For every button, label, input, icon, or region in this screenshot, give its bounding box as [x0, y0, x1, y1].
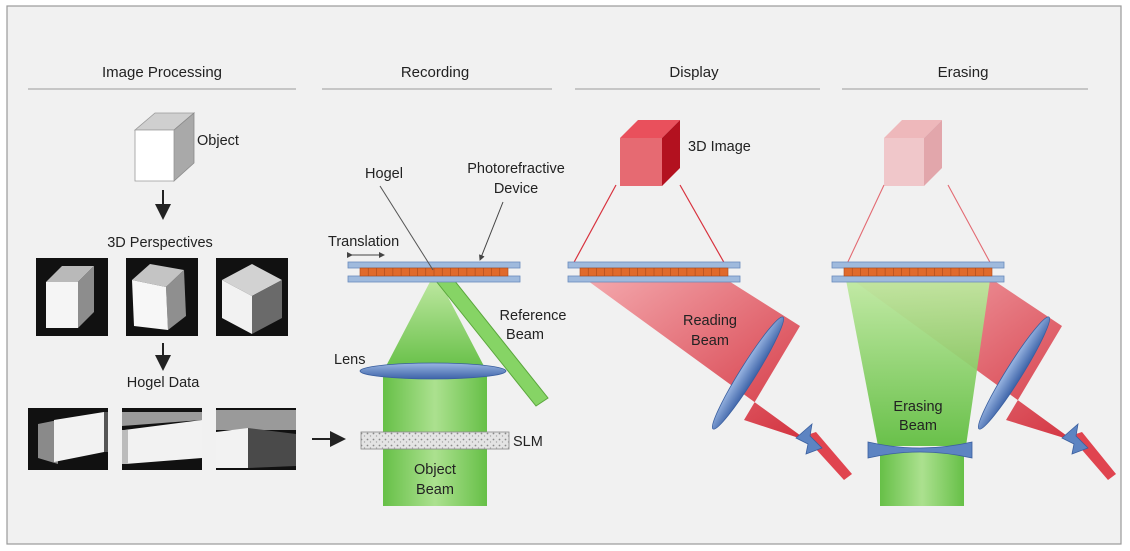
reference-beam-line2: Beam: [506, 327, 544, 343]
reconstruction-ray: [845, 184, 885, 267]
perspective-thumbnail: [36, 258, 108, 336]
erasing-small-lens: [1061, 422, 1089, 455]
photorefractive-device: [831, 261, 1005, 283]
erasing-beam: [846, 280, 990, 446]
object-beam-cone: [384, 276, 486, 370]
section-title-recording: Recording: [401, 64, 469, 81]
object-cube: [133, 112, 196, 182]
hogel-data-thumbnail: [28, 408, 108, 470]
reading-beam: [584, 278, 808, 441]
display-lens: [711, 316, 785, 430]
reconstruction-ray: [679, 184, 727, 267]
erasing-beam-line1: Erasing: [893, 399, 942, 415]
slm-panel: [360, 431, 510, 450]
erasing-section: Erasing Beam: [831, 120, 1116, 506]
object-beam-line1: Object: [414, 462, 456, 478]
reading-beam-line1: Reading: [683, 313, 737, 329]
object-label: Object: [197, 133, 239, 149]
hogel-data-thumbnail: [216, 408, 296, 470]
3d-image-label: 3D Image: [688, 139, 751, 155]
image-processing-section: Object 3D Perspectives Hogel Data: [28, 112, 346, 470]
photorefractive-device: [567, 261, 741, 283]
reference-beam-line1: Reference: [500, 308, 567, 324]
slm-label: SLM: [513, 434, 543, 450]
fading-image-cube: [884, 120, 942, 186]
erasing-beam-line2: Beam: [899, 418, 937, 434]
reconstruction-ray: [571, 184, 617, 267]
erasing-beam-column: [880, 450, 964, 506]
section-headers: Image Processing Recording Display Erasi…: [28, 64, 1088, 90]
hogel-pointer: [379, 185, 434, 271]
device-label-line1: Photorefractive: [467, 161, 565, 177]
lens-label: Lens: [334, 352, 365, 368]
recording-section: Hogel Photorefractive Device Translation…: [328, 161, 566, 506]
section-title-erasing: Erasing: [938, 64, 989, 81]
translation-label: Translation: [328, 234, 399, 250]
reading-beam-line2: Beam: [691, 333, 729, 349]
display-small-lens: [795, 422, 823, 455]
section-title-image-processing: Image Processing: [102, 64, 222, 81]
display-section: 3D Image Reading Beam: [567, 120, 852, 480]
3d-image-cube: [620, 120, 680, 186]
hogel-data-label: Hogel Data: [127, 375, 200, 391]
photorefractive-device: [347, 261, 521, 283]
section-title-display: Display: [669, 64, 719, 81]
perspectives-label: 3D Perspectives: [107, 235, 213, 251]
object-beam-line2: Beam: [416, 482, 454, 498]
erasing-concave-lens: [867, 441, 973, 459]
perspective-thumbnail: [126, 258, 198, 336]
perspective-thumbnail: [216, 258, 288, 336]
device-pointer: [479, 201, 504, 261]
hogel-label: Hogel: [365, 166, 403, 182]
recording-lens: [359, 362, 507, 380]
device-label-line2: Device: [494, 181, 538, 197]
erasing-lens: [977, 316, 1051, 430]
hogel-data-thumbnail: [122, 408, 202, 470]
reconstruction-ray: [947, 184, 993, 267]
